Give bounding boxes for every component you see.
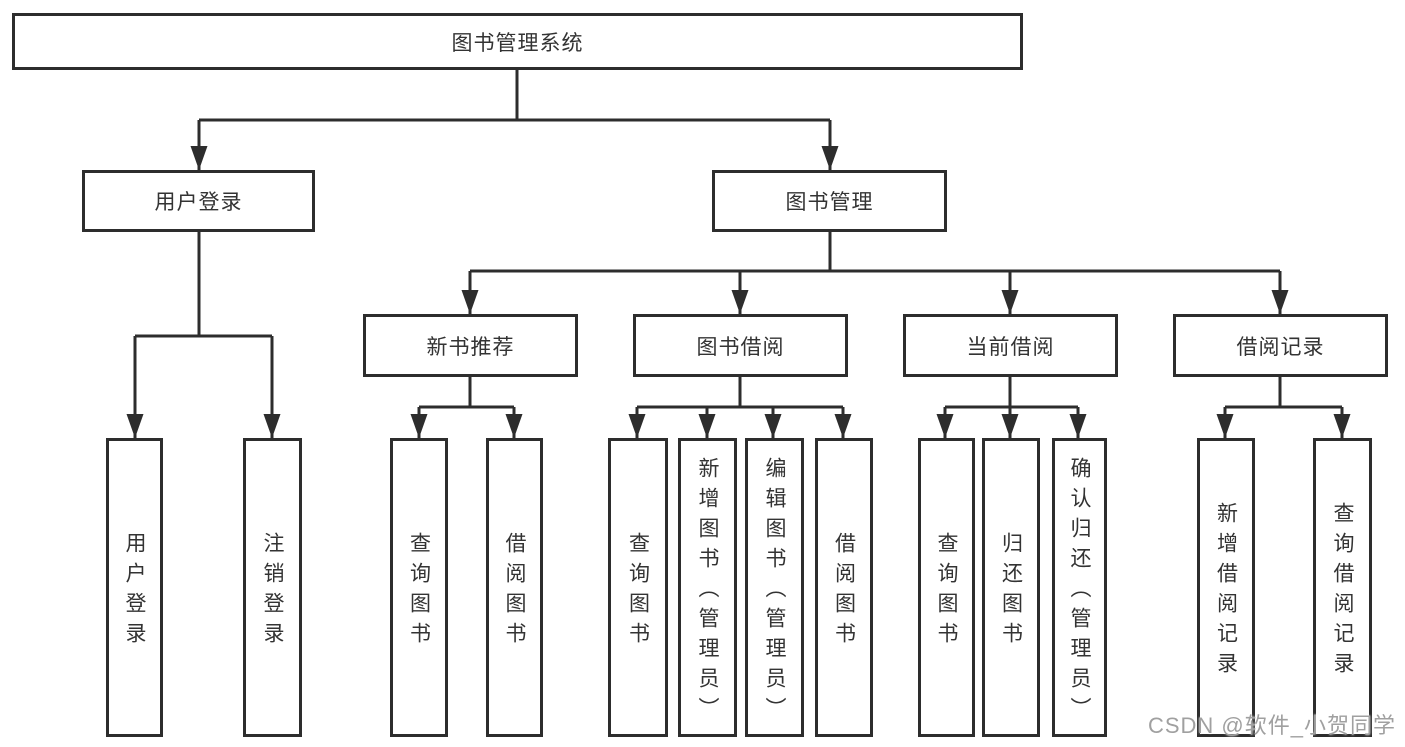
node-leaf-logout-login: 注销登录 xyxy=(243,438,302,737)
node-leaf-edit-book-admin: 编辑图书（管理员） xyxy=(745,438,804,737)
node-library-system: 图书管理系统 xyxy=(12,13,1023,70)
node-leaf-borrow-books: 借阅图书 xyxy=(815,438,873,737)
node-leaf-confirm-return-admin: 确认归还（管理员） xyxy=(1052,438,1107,737)
node-book-management: 图书管理 xyxy=(712,170,947,232)
node-leaf-add-book-admin: 新增图书（管理员） xyxy=(678,438,737,737)
node-current-borrow: 当前借阅 xyxy=(903,314,1118,377)
node-leaf-return-book: 归还图书 xyxy=(982,438,1040,737)
node-leaf-add-borrow-record: 新增借阅记录 xyxy=(1197,438,1255,737)
node-borrow-records: 借阅记录 xyxy=(1173,314,1388,377)
node-leaf-query-books-borrow: 查询图书 xyxy=(608,438,668,737)
node-leaf-user-login: 用户登录 xyxy=(106,438,163,737)
node-user-login: 用户登录 xyxy=(82,170,315,232)
node-book-borrow: 图书借阅 xyxy=(633,314,848,377)
node-leaf-query-borrow-record: 查询借阅记录 xyxy=(1313,438,1372,737)
node-leaf-query-books-recommend: 查询图书 xyxy=(390,438,448,737)
node-new-book-recommend: 新书推荐 xyxy=(363,314,578,377)
csdn-watermark: CSDN @软件_小贺同学 xyxy=(1147,713,1396,738)
node-leaf-query-books-current: 查询图书 xyxy=(918,438,975,737)
node-leaf-borrow-books-recommend: 借阅图书 xyxy=(486,438,543,737)
